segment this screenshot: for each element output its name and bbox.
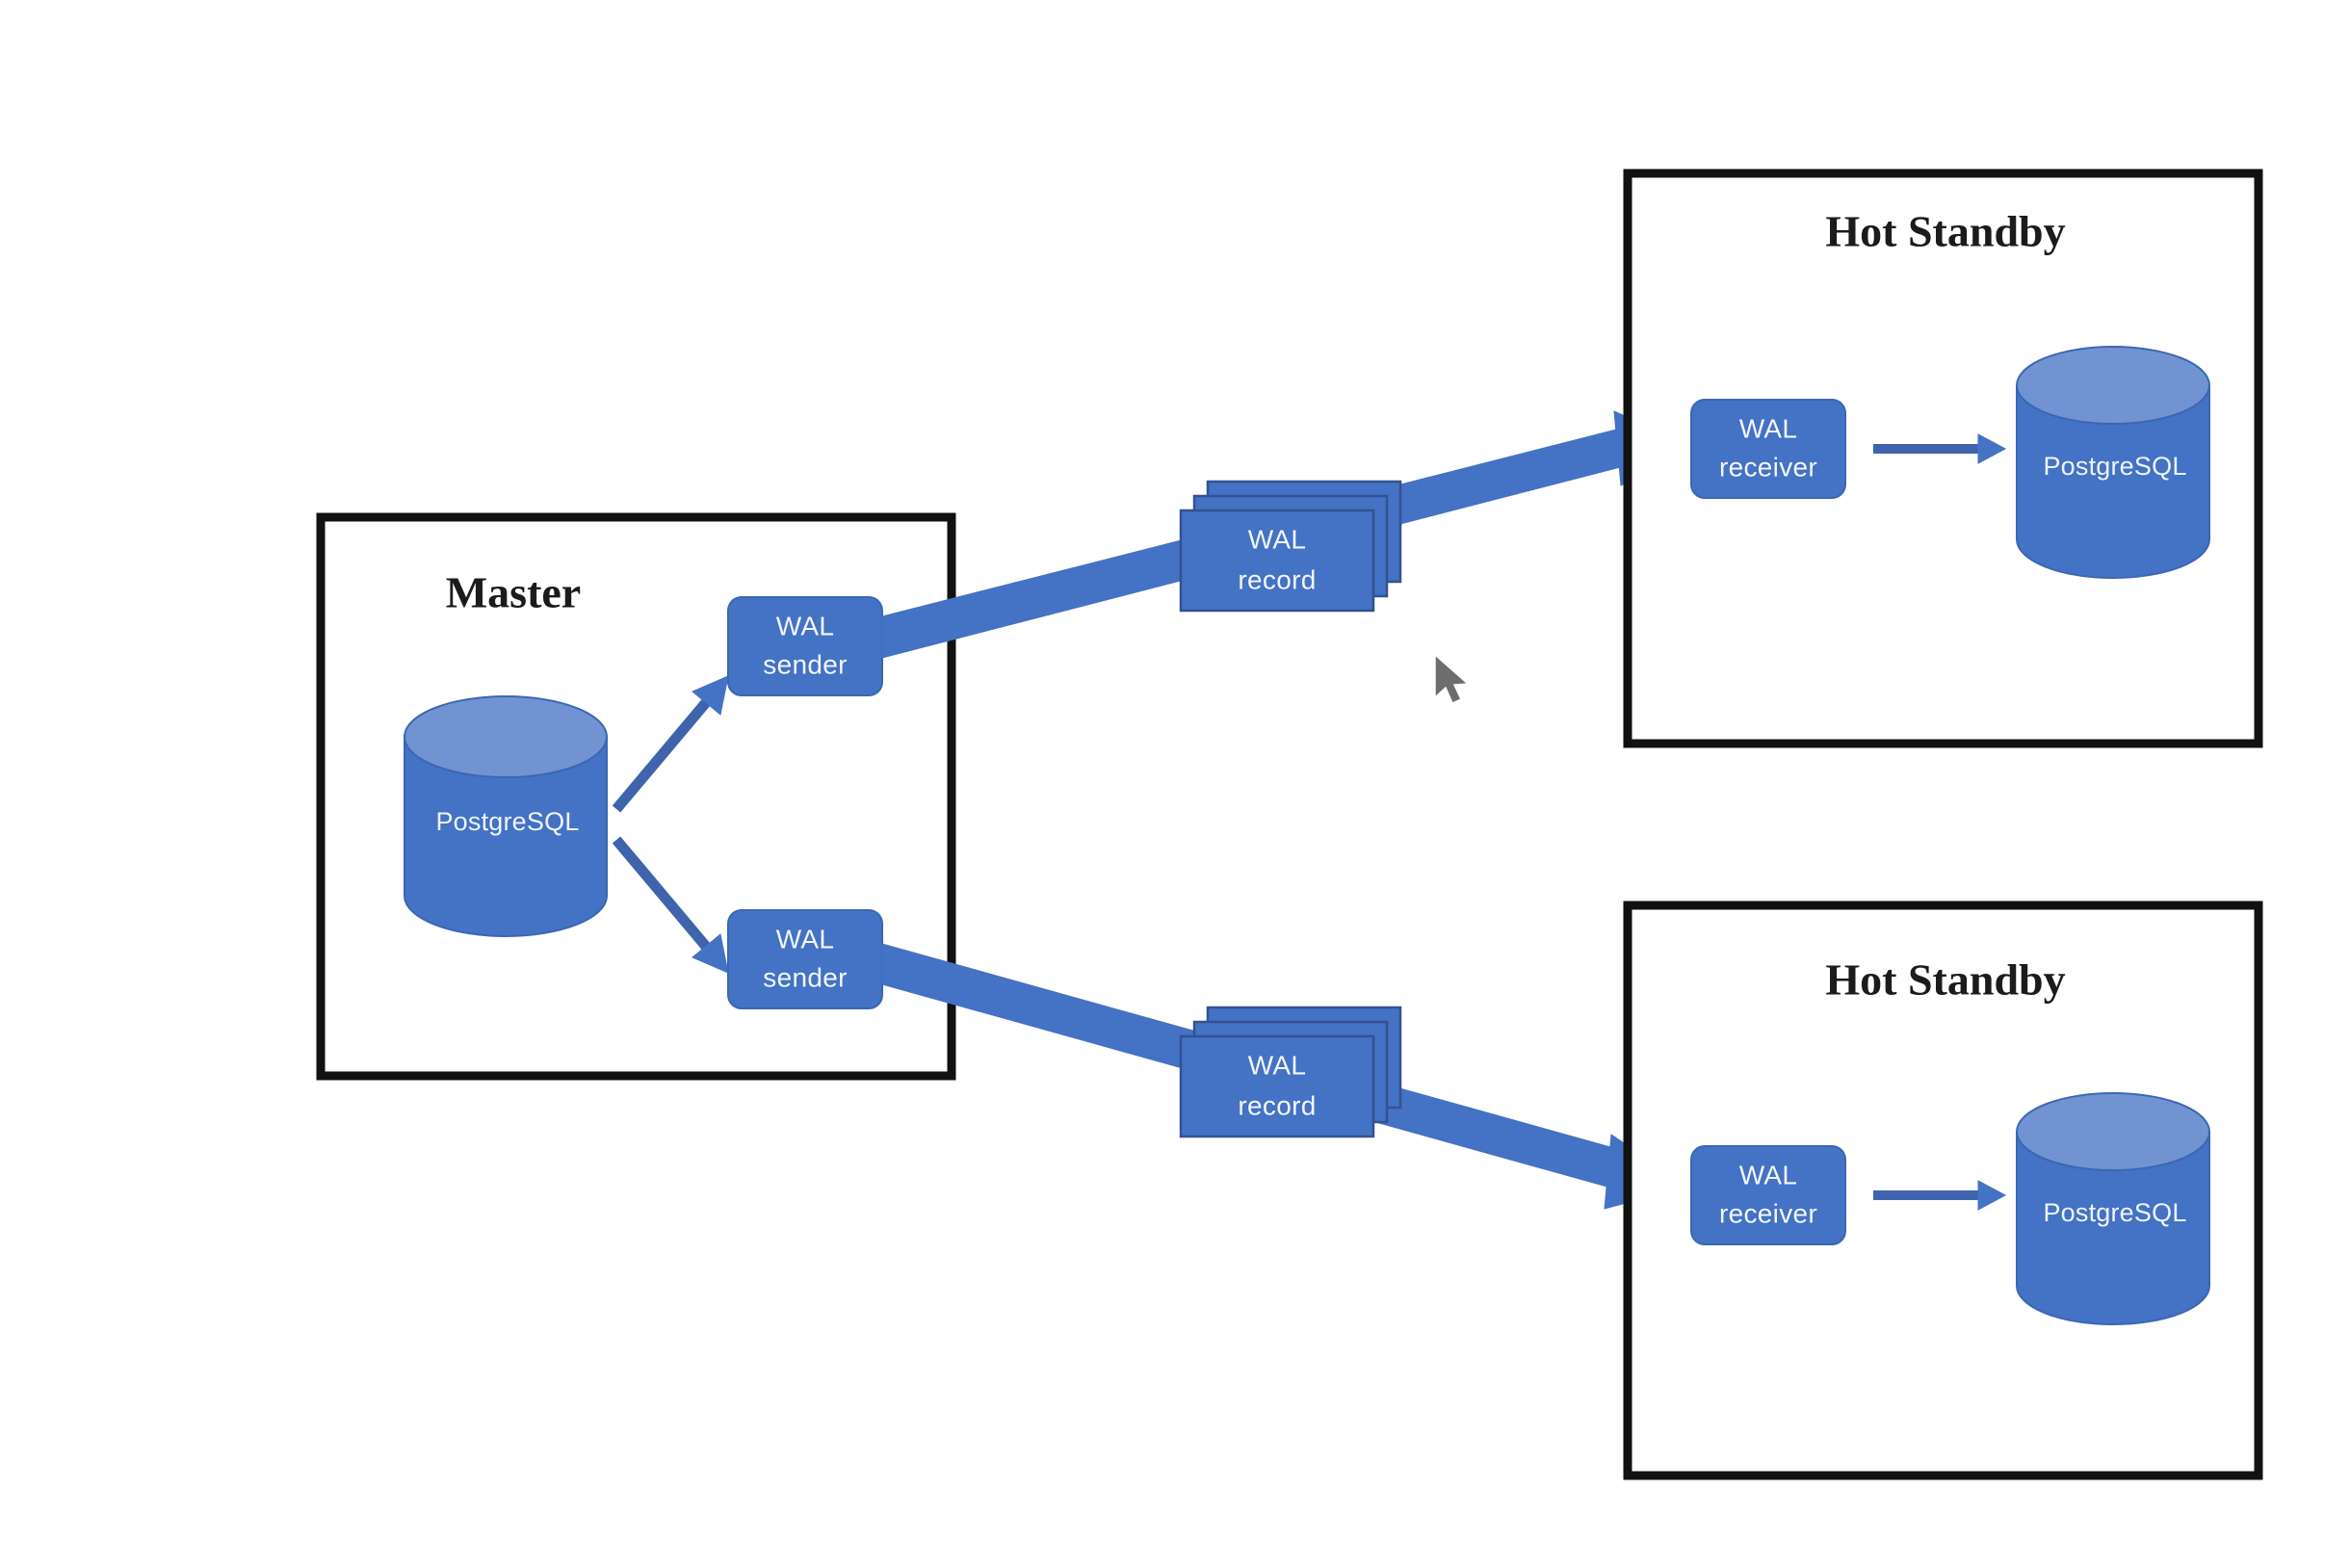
wal-record-top-sheet-1[interactable]: [1179, 509, 1375, 613]
wal-sender-2-line2: sender: [763, 962, 847, 992]
hot-standby-top-database: PostgreSQL: [2016, 346, 2210, 579]
wal-sender-1[interactable]: WAL sender: [727, 596, 883, 696]
arrow-receiver-to-db-top-head: [1977, 433, 2007, 464]
master-title: Master: [446, 568, 581, 617]
cylinder-top: [2017, 1093, 2209, 1170]
arrow-receiver-to-db-top: [1873, 433, 2007, 464]
arrow-receiver-to-db-bottom-head: [1977, 1180, 2007, 1211]
cylinder-outline: [2016, 385, 2210, 579]
wal-record-top-line2: record: [1238, 564, 1316, 594]
wal-receiver-top-box[interactable]: [1690, 399, 1846, 499]
wal-receiver-bottom-line1: WAL: [1739, 1160, 1798, 1189]
arrowhead-db-to-wal-sender-2: [692, 933, 729, 974]
wal-record-bottom-sheet-1[interactable]: [1179, 1034, 1375, 1138]
cylinder-top: [405, 696, 607, 777]
arrowhead-db-to-wal-sender-1: [692, 675, 729, 716]
hot-standby-bottom-database: PostgreSQL: [2016, 1092, 2210, 1325]
wal-sender-2[interactable]: WAL sender: [727, 909, 883, 1009]
cylinder-body: [405, 737, 607, 936]
wal-sender-1-line1: WAL: [776, 611, 835, 640]
wal-sender-2-line1: WAL: [776, 924, 835, 954]
wal-receiver-bottom-line2: receiver: [1719, 1198, 1817, 1228]
master-database-cylinder: PostgreSQL: [404, 695, 608, 937]
hot-standby-bottom-title: Hot Standby: [1825, 955, 2065, 1005]
cylinder-top-outline: [2016, 346, 2210, 425]
hot-standby-bottom-database-label: PostgreSQL: [2043, 1198, 2186, 1227]
wal-receiver-bottom-box[interactable]: [1690, 1145, 1846, 1245]
wal-record-top-line1: WAL: [1248, 524, 1307, 554]
arrow-receiver-to-db-bottom: [1873, 1180, 2007, 1211]
arrow-db-to-wal-sender-1: [612, 696, 713, 813]
wal-receiver-top[interactable]: WAL receiver: [1690, 399, 1846, 499]
cylinder-top: [2017, 347, 2209, 424]
wal-record-bottom-line1: WAL: [1248, 1050, 1307, 1080]
cylinder-body: [2017, 1132, 2209, 1324]
mouse-pointer-arrow: [1434, 653, 1470, 704]
cylinder-top-outline: [404, 695, 608, 778]
wal-receiver-top-line1: WAL: [1739, 413, 1798, 443]
wal-record-top[interactable]: WAL record: [1179, 480, 1402, 613]
wal-record-bottom[interactable]: WAL record: [1179, 1006, 1402, 1138]
wal-receiver-top-line2: receiver: [1719, 452, 1817, 482]
master-database-label: PostgreSQL: [435, 807, 579, 836]
master-internal-arrows: [612, 675, 729, 974]
cylinder-outline: [2016, 1132, 2210, 1325]
cylinder-body: [2017, 385, 2209, 578]
hot-standby-top-title: Hot Standby: [1825, 207, 2065, 256]
hot-standby-top-database-label: PostgreSQL: [2043, 452, 2186, 481]
wal-receiver-bottom[interactable]: WAL receiver: [1690, 1145, 1846, 1245]
arrow-db-to-wal-sender-2: [612, 836, 713, 953]
wal-record-bottom-line2: record: [1238, 1090, 1316, 1120]
cylinder-outline: [404, 737, 608, 937]
cylinder-top-outline: [2016, 1092, 2210, 1171]
wal-sender-1-line2: sender: [763, 649, 847, 679]
mouse-pointer-icon: [1434, 653, 1470, 704]
